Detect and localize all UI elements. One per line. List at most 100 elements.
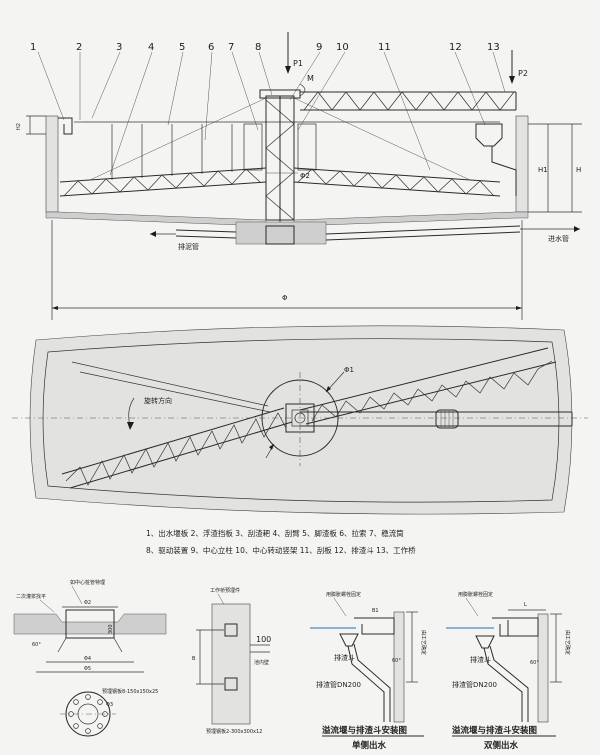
callout-13: 13	[487, 42, 500, 53]
d3-b1: B1	[372, 608, 379, 614]
label-p1: P1	[293, 59, 303, 68]
d1-base-slab	[13, 613, 167, 635]
callout-2: 2	[76, 42, 82, 53]
label-rotation: 旋转方向	[144, 396, 172, 405]
label-phi: Φ	[282, 294, 288, 302]
d2-plate-lower	[224, 677, 238, 691]
callout-leaders	[37, 51, 506, 176]
callout-9: 9	[316, 42, 322, 53]
d3-top-label: 用膨胀螺栓固定	[326, 591, 361, 598]
tank-floor-left	[45, 211, 267, 227]
d4-l: L	[524, 602, 527, 608]
d3-pipe-path	[347, 645, 385, 722]
callout-10: 10	[336, 42, 349, 53]
d4-pipe-path	[483, 647, 523, 722]
tank-plan-outline	[29, 325, 573, 515]
detail-single-side-outlet: 用膨胀螺栓固定 B1 排渣斗 排渣管DN200 60° 由工艺确定 溢流堰与排渣…	[310, 591, 427, 751]
label-p2: P2	[518, 69, 528, 78]
callout-4: 4	[148, 42, 154, 53]
skirt-boards	[111, 124, 233, 180]
label-h1: H1	[538, 166, 548, 174]
d4-title: 溢流堰与排渣斗安装图	[452, 725, 537, 736]
tank-floor-right	[293, 211, 529, 227]
d1-phi4: Φ4	[84, 656, 91, 662]
d4-hopper	[475, 635, 495, 649]
tie-rod-right	[293, 97, 471, 181]
d2-top-label: 工作桥预埋件	[210, 587, 240, 594]
d3-subtitle: 单侧出水	[352, 740, 387, 751]
callout-7: 7	[228, 42, 234, 53]
label-h: H	[576, 166, 581, 174]
d1-top-label: 如中心桩管特理	[70, 579, 105, 586]
d2-wall	[211, 603, 251, 725]
d1-300: 300	[108, 624, 114, 634]
plan-tie-left	[71, 361, 269, 407]
d2-plate-upper	[224, 623, 238, 637]
d1-left-label: 二次灌浆找平	[16, 593, 46, 600]
plan-truss-upper-right	[299, 347, 557, 425]
d4-right-label: 由工艺确定	[564, 630, 571, 655]
tie-rod-left	[89, 97, 267, 181]
detail-embedded-plates: 工作桥预埋件 B 100 池内壁 预埋钢板2-300x300x12	[192, 587, 271, 735]
central-pit	[235, 221, 327, 245]
scraper-arm-left	[59, 167, 267, 197]
detail-center-base: 如中心桩管特理 二次灌浆找平 Φ2 60° 300 Φ4 Φ5 预埋钢板8-15…	[13, 579, 167, 737]
d3-angle: 60°	[392, 658, 401, 664]
d1-phi3: Φ3	[106, 702, 113, 708]
plan-arm-right	[300, 409, 573, 429]
d4-pipe-label: 排渣管DN200	[452, 680, 497, 689]
d1-phi5: Φ5	[84, 666, 91, 672]
detail-double-side-outlet: 用膨胀螺栓固定 L 排渣斗 排渣管DN200 60° 由工艺确定 溢流堰与排渣斗…	[446, 591, 571, 751]
overflow-weir-left	[58, 117, 73, 135]
center-column	[259, 89, 301, 236]
label-phi1: Φ1	[344, 366, 354, 374]
plan-truss-lower-left	[61, 407, 293, 489]
label-sludge-pipe: 排泥管	[178, 242, 199, 251]
d4-angle: 60°	[530, 660, 539, 666]
legend-line-1: 1、出水堰板 2、浮渣挡板 3、刮渣耙 4、刮臂 5、脚渣板 6、拉索 7、稳流…	[146, 528, 404, 538]
d2-wall-label: 池内壁	[254, 659, 269, 666]
elevation-view: 1 2 3 4 5 6 7 8 9 10 11 12 13 P1 M P2	[16, 32, 582, 320]
inlet-pipe	[325, 225, 521, 235]
d2-b: B	[192, 656, 196, 662]
callout-1: 1	[30, 42, 36, 53]
label-m: M	[307, 74, 314, 83]
scum-hopper-plan	[435, 409, 459, 429]
stabilizing-drum	[243, 123, 263, 171]
d3-hopper-label: 排渣斗	[334, 653, 355, 662]
d1-angle: 60°	[32, 642, 41, 648]
sludge-pipe	[175, 229, 237, 233]
label-inlet-pipe: 进水管	[548, 234, 569, 243]
callout-8: 8	[255, 42, 261, 53]
d3-title: 溢流堰与排渣斗安装图	[322, 725, 407, 736]
d2-plate: 预埋钢板2-300x300x12	[206, 728, 262, 735]
callout-11: 11	[378, 42, 391, 53]
d1-phi2: Φ2	[84, 600, 91, 606]
callout-6: 6	[208, 42, 214, 53]
d3-pipe-label: 排渣管DN200	[316, 680, 361, 689]
plan-view: Φ1 旋转方向	[12, 325, 588, 515]
d1-plate: 预埋钢板8-150x150x25	[102, 688, 158, 695]
d4-hopper-label: 排渣斗	[470, 655, 491, 664]
drive-unit	[259, 89, 301, 99]
tank-wall-right	[515, 115, 529, 213]
legend-line-2: 8、驱动装置 9、中心立柱 10、中心转动竖架 11、刮板 12、排渣斗 13、…	[146, 545, 416, 555]
label-h2: H2	[16, 123, 22, 130]
scraper-arm-right	[293, 167, 501, 197]
tank-wall-left	[45, 115, 59, 213]
scum-pipe	[491, 146, 517, 196]
d4-subtitle: 双侧出水	[484, 740, 519, 751]
scum-hopper	[475, 123, 503, 147]
moment-arc	[299, 83, 306, 97]
callout-3: 3	[116, 42, 122, 53]
d4-top-label: 用膨胀螺栓固定	[458, 591, 493, 598]
working-bridge-truss	[300, 91, 517, 111]
d3-wall	[393, 611, 405, 723]
callout-12: 12	[449, 42, 462, 53]
d2-100: 100	[256, 635, 271, 644]
callout-5: 5	[179, 42, 185, 53]
d4-wall	[537, 613, 549, 723]
d3-right-label: 由工艺确定	[420, 630, 427, 655]
